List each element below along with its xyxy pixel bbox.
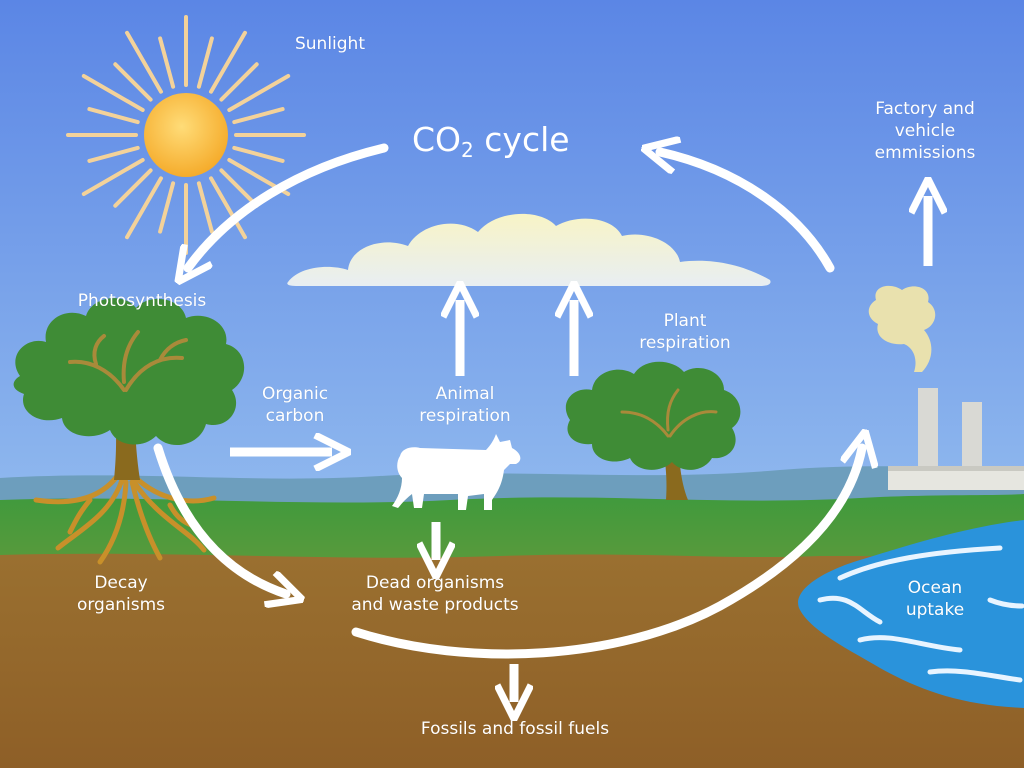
sun-ray	[87, 145, 140, 163]
label-animal-respiration: Animal respiration	[419, 384, 511, 426]
smoke	[868, 285, 936, 372]
sun-ray	[219, 168, 259, 208]
ocean	[798, 520, 1024, 708]
diagram-title: CO2 cycle	[412, 120, 570, 170]
sun-ray	[87, 107, 140, 125]
sun-ray	[125, 30, 163, 94]
sun-ray	[158, 36, 176, 89]
label-sunlight: Sunlight	[294, 34, 366, 54]
label-organic-carbon: Organic carbon	[261, 384, 329, 426]
sun-ray	[196, 181, 214, 234]
label-dead-organisms: Dead organisms and waste products	[351, 573, 519, 615]
label-fossils: Fossils and fossil fuels	[420, 719, 610, 739]
title-co: CO	[412, 120, 462, 159]
cycle-arrow-top	[660, 152, 835, 273]
tree-foliage	[13, 298, 245, 446]
decay-arrow	[153, 443, 286, 594]
cycle-arrow-ground	[351, 448, 862, 659]
title-subscript: 2	[461, 138, 474, 162]
label-factory-emissions: Factory and vehicle emmissions	[874, 99, 976, 163]
straight-arrows	[230, 196, 928, 702]
sun-ray	[232, 107, 285, 125]
sun-ray	[113, 168, 153, 208]
small-tree-foliage	[565, 361, 741, 470]
sun-ray	[219, 62, 259, 102]
sun-ray	[196, 36, 214, 89]
sun-ray	[232, 145, 285, 163]
label-decay-organisms: Decay organisms	[76, 573, 166, 615]
sun-ray	[158, 181, 176, 234]
ocean-waves	[817, 545, 1024, 683]
sun-ray	[209, 176, 247, 240]
label-plant-respiration: Plant respiration	[639, 311, 731, 353]
sun-rays	[66, 15, 306, 255]
tree-branches	[68, 330, 188, 392]
soil	[0, 553, 1024, 768]
label-photosynthesis: Photosynthesis	[77, 291, 207, 311]
sun-ray	[81, 74, 145, 112]
sun	[144, 93, 228, 177]
cloud	[287, 213, 771, 286]
factory	[888, 388, 1024, 490]
photosynthesis-arrow	[188, 143, 389, 268]
sun-ray	[209, 30, 247, 94]
sun-ray	[125, 176, 163, 240]
title-cycle: cycle	[484, 120, 570, 159]
sun-ray	[227, 74, 291, 112]
label-ocean-uptake: Ocean uptake	[905, 578, 965, 620]
sun-ray	[113, 62, 153, 102]
sun-ray	[81, 158, 145, 196]
small-tree-branches	[620, 388, 718, 438]
goat	[392, 434, 521, 510]
